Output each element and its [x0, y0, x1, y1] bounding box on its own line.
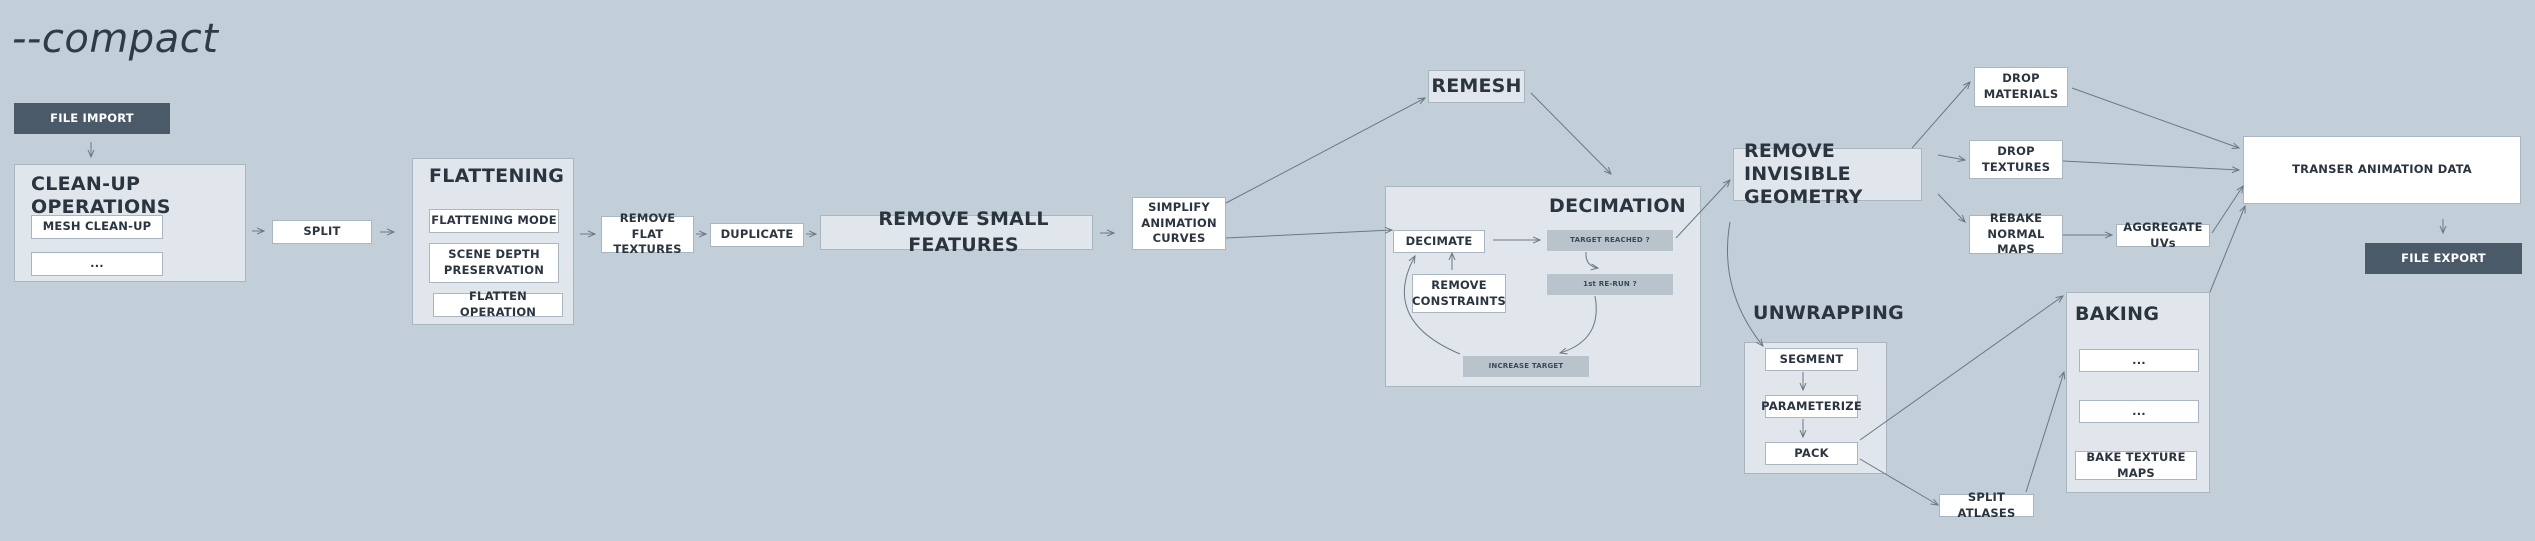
- rebake-normal-maps-node: REBAKE NORMAL MAPS: [1969, 211, 2063, 256]
- flattening-panel: FLATTENING FLATTENING MODE SCENE DEPTH P…: [412, 158, 574, 325]
- remove-constraints-node: REMOVE CONSTRAINTS: [1412, 274, 1506, 313]
- flatten-operation-node: FLATTEN OPERATION: [433, 289, 563, 319]
- edge-aggregate-transfer: [2211, 186, 2243, 234]
- mesh-cleanup-node: MESH CLEAN-UP: [31, 215, 163, 239]
- transfer-animation-data-node: TRANSER ANIMATION DATA: [2243, 136, 2521, 204]
- baking-heading: BAKING: [2075, 303, 2160, 325]
- pack-node: PACK: [1765, 442, 1858, 465]
- simplify-animation-curves-node: SIMPLIFY ANIMATION CURVES: [1132, 197, 1226, 250]
- unwrapping-heading: UNWRAPPING: [1753, 302, 1905, 324]
- baking-item-1-node: ...: [2079, 349, 2199, 372]
- page-title: --compact: [12, 16, 219, 62]
- cleanup-more-node: ...: [31, 252, 163, 276]
- remesh-node: REMESH: [1428, 70, 1525, 103]
- duplicate-node: DUPLICATE: [710, 223, 804, 247]
- parameterize-node: PARAMETERIZE: [1761, 395, 1862, 418]
- edge-baking-transfer: [2209, 206, 2245, 293]
- flattening-heading: FLATTENING: [429, 165, 565, 187]
- edge-dropmaterials-transfer: [2071, 87, 2239, 148]
- decimate-node: DECIMATE: [1393, 230, 1485, 253]
- edge-droptextures-transfer: [2062, 160, 2239, 170]
- cleanup-heading: CLEAN-UP OPERATIONS: [31, 173, 171, 218]
- split-atlases-node: SPLIT ATLASES: [1939, 490, 2034, 520]
- cleanup-panel: CLEAN-UP OPERATIONS MESH CLEAN-UP ...: [14, 164, 246, 282]
- decimation-panel: DECIMATION DECIMATE REMOVE CONSTRAINTS T…: [1385, 186, 1701, 387]
- target-reached-node: TARGET REACHED ?: [1547, 230, 1673, 251]
- split-node: SPLIT: [272, 220, 372, 244]
- flattening-mode-node: FLATTENING MODE: [429, 209, 559, 233]
- edge-invisible-dropmaterials: [1911, 82, 1970, 149]
- scene-depth-preservation-node: SCENE DEPTH PRESERVATION: [429, 243, 559, 283]
- edge-invisible-unwrapping: [1727, 221, 1763, 346]
- remove-invisible-geometry-node: REMOVE INVISIBLE GEOMETRY: [1733, 140, 1922, 208]
- edge-splitatlases-baking: [2025, 372, 2064, 493]
- segment-node: SEGMENT: [1765, 348, 1858, 371]
- edge-remesh-decimation: [1530, 92, 1611, 174]
- remove-flat-textures-node: REMOVE FLAT TEXTURES: [601, 211, 694, 256]
- aggregate-uvs-node: AGGREGATE UVs: [2116, 220, 2210, 250]
- drop-materials-node: DROP MATERIALS: [1974, 67, 2068, 107]
- bake-texture-maps-node: BAKE TEXTURE MAPS: [2075, 450, 2197, 480]
- unwrapping-panel: SEGMENT PARAMETERIZE PACK: [1744, 342, 1887, 474]
- edge-simplify-decimate: [1225, 230, 1392, 239]
- remove-small-features-node: REMOVE SMALL FEATURES: [820, 208, 1093, 256]
- drop-textures-node: DROP TEXTURES: [1969, 140, 2063, 179]
- increase-target-node: INCREASE TARGET: [1463, 356, 1589, 377]
- file-export-node: FILE EXPORT: [2365, 243, 2522, 274]
- baking-item-2-node: ...: [2079, 400, 2199, 423]
- edge-invisible-droptextures: [1937, 154, 1965, 160]
- baking-panel: BAKING ... ... BAKE TEXTURE MAPS: [2066, 292, 2210, 493]
- decimation-heading: DECIMATION: [1549, 195, 1686, 217]
- file-import-node: FILE IMPORT: [14, 103, 170, 134]
- edge-invisible-rebake: [1937, 193, 1965, 222]
- first-re-run-node: 1st RE-RUN ?: [1547, 274, 1673, 295]
